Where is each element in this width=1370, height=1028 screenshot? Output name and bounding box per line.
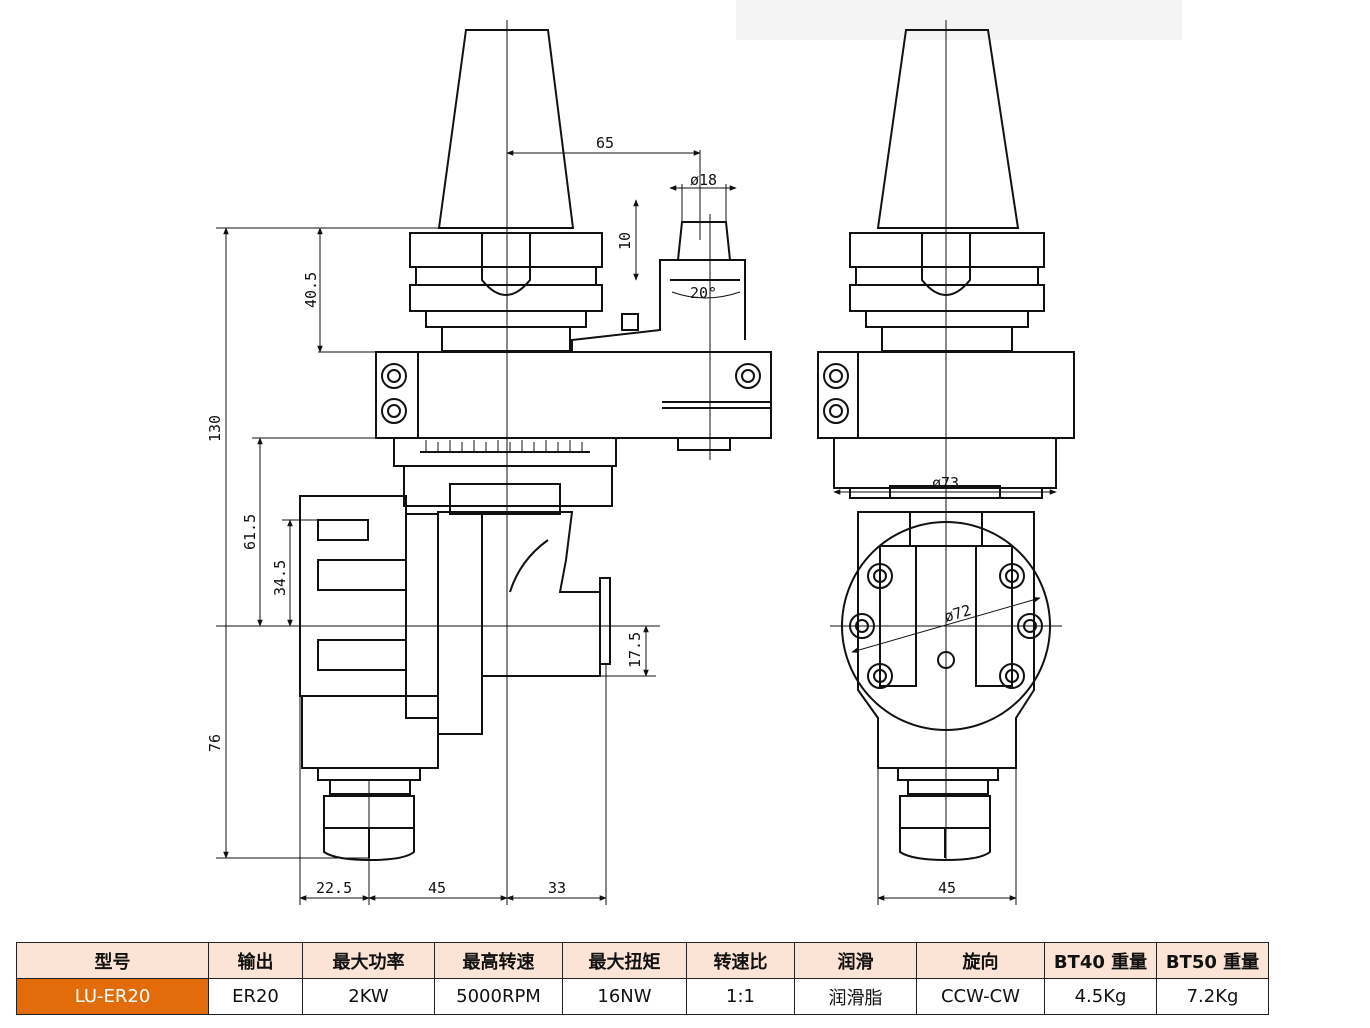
dim-76: 76 [206,734,224,752]
header-max-torque: 最大扭矩 [562,942,687,979]
header-speed-ratio: 转速比 [686,942,795,979]
cell-max-speed: 5000RPM [434,978,563,1015]
left-view [299,29,772,862]
cell-output: ER20 [208,978,303,1015]
centerlines-left [216,20,711,905]
dim-45-left: 45 [428,879,446,897]
header-bt50-weight: BT50 重量 [1156,942,1269,979]
header-max-power: 最大功率 [302,942,435,979]
dim-angle-20: 20° [690,284,717,302]
header-bt40-weight: BT40 重量 [1044,942,1157,979]
right-view [817,29,1075,862]
header-model: 型号 [16,942,209,979]
dimension-lines-left [216,150,741,905]
dim-65: 65 [596,134,614,152]
dim-22-5: 22.5 [316,879,352,897]
technical-drawing: 65 ø18 10 20° 40.5 130 61.5 34.5 17.5 76… [206,0,1182,905]
centerlines-right [830,20,1062,860]
spec-data-row: LU-ER20 ER20 2KW 5000RPM 16NW 1:1 润滑脂 CC… [16,978,1269,1015]
cell-lubrication: 润滑脂 [794,978,917,1015]
dim-10: 10 [616,232,634,250]
cell-max-power: 2KW [302,978,435,1015]
dim-dia-72: ø72 [942,601,973,626]
dim-61-5: 61.5 [241,514,259,550]
dimension-lines-right [833,489,1057,905]
cell-speed-ratio: 1:1 [686,978,795,1015]
dim-33: 33 [548,879,566,897]
background-patch [736,0,1182,40]
dim-130: 130 [206,415,224,442]
header-output: 输出 [208,942,303,979]
header-rotation: 旋向 [916,942,1045,979]
scale-ticks [425,440,583,452]
dim-17-5: 17.5 [626,632,644,668]
header-lubrication: 润滑 [794,942,917,979]
spec-header-row: 型号 输出 最大功率 最高转速 最大扭矩 转速比 润滑 旋向 BT40 重量 B… [16,942,1269,979]
header-max-speed: 最高转速 [434,942,563,979]
dim-dia-18: ø18 [690,171,717,189]
cell-bt50-weight: 7.2Kg [1156,978,1269,1015]
cell-model: LU-ER20 [16,978,209,1015]
cell-bt40-weight: 4.5Kg [1044,978,1157,1015]
dim-34-5: 34.5 [271,560,289,596]
cell-max-torque: 16NW [562,978,687,1015]
cell-rotation: CCW-CW [916,978,1045,1015]
spec-table: 型号 输出 最大功率 最高转速 最大扭矩 转速比 润滑 旋向 BT40 重量 B… [16,942,1269,1015]
dim-dia-73: ø73 [932,474,959,492]
dim-45-right: 45 [938,879,956,897]
dim-40-5: 40.5 [302,272,320,308]
